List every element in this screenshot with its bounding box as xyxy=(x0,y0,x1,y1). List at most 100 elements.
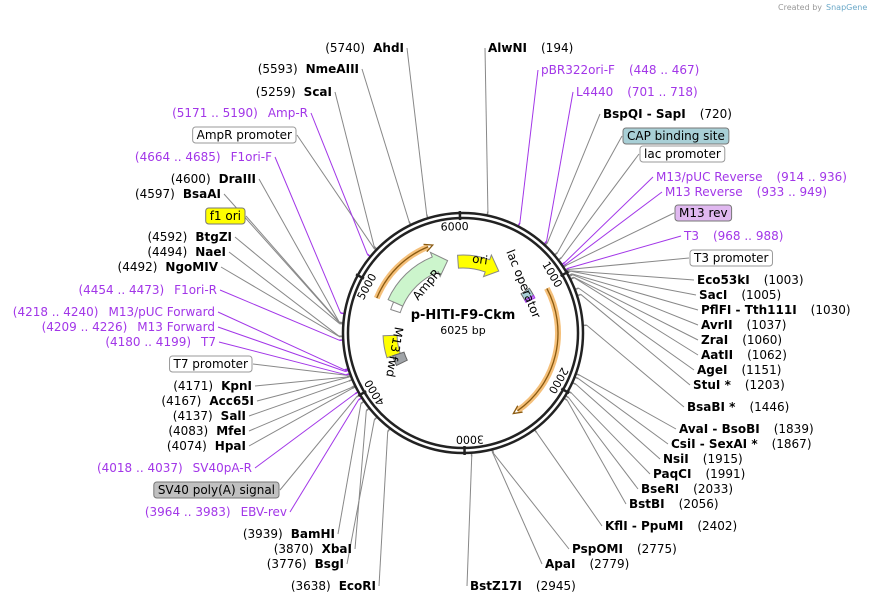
enzyme-site-stui[interactable]: StuI *(1203) xyxy=(693,378,785,392)
enzyme-site-bseri[interactable]: BseRI(2033) xyxy=(641,482,733,496)
enzyme-site-scai[interactable]: (5259)ScaI xyxy=(256,85,332,99)
enzyme-site-bspqi-sapi[interactable]: BspQI - SapI(720) xyxy=(603,107,732,121)
primer-label: (4018 .. 4037)SV40pA-R xyxy=(97,461,252,475)
primer-amp-r[interactable]: (5171 .. 5190)Amp-R xyxy=(172,106,308,120)
site-name: T3 xyxy=(683,229,699,243)
enzyme-site-xbai[interactable]: (3870)XbaI xyxy=(274,542,352,556)
primer-m13-reverse[interactable]: M13 Reverse(933 .. 949) xyxy=(665,185,827,199)
primer-sv40pa-r[interactable]: (4018 .. 4037)SV40pA-R xyxy=(97,461,252,475)
enzyme-site-pspomi[interactable]: PspOMI(2775) xyxy=(572,542,677,556)
enzyme-site-avai-bsobi[interactable]: AvaI - BsoBI(1839) xyxy=(679,422,814,436)
site-name: M13 Forward xyxy=(137,320,215,334)
enzyme-label: BstBI(2056) xyxy=(629,497,719,511)
enzyme-site-kpni[interactable]: (4171)KpnI xyxy=(173,379,252,393)
site-position: (4600) xyxy=(171,172,211,186)
primer-label: (4218 .. 4240)M13/pUC Forward xyxy=(13,305,215,319)
feature-box xyxy=(169,355,253,373)
leader-line xyxy=(547,113,601,243)
m13-rev-feature xyxy=(524,294,536,303)
enzyme-site-bstbi[interactable]: BstBI(2056) xyxy=(629,497,719,511)
primer-m13-puc-forward[interactable]: (4218 .. 4240)M13/pUC Forward xyxy=(13,305,215,319)
enzyme-site-avrii[interactable]: AvrII(1037) xyxy=(701,318,786,332)
site-name: F1ori-R xyxy=(174,283,217,297)
primer-l4440[interactable]: L4440(701 .. 718) xyxy=(576,85,698,99)
primer-ebv-rev[interactable]: (3964 .. 3983)EBV-rev xyxy=(145,505,287,519)
enzyme-site-paqci[interactable]: PaqCI(1991) xyxy=(653,467,745,481)
enzyme-site-aatii[interactable]: AatII(1062) xyxy=(701,348,787,362)
enzyme-site-naei[interactable]: (4494)NaeI xyxy=(147,245,226,259)
enzyme-site-ecori[interactable]: (3638)EcoRI xyxy=(291,579,376,593)
feature-label: SV40 poly(A) signal xyxy=(158,483,275,497)
primer-m13-forward[interactable]: (4209 .. 4226)M13 Forward xyxy=(42,320,215,334)
enzyme-site-draiii[interactable]: (4600)DraIII xyxy=(171,172,256,186)
feature-t7-promoter[interactable]: T7 promoter xyxy=(169,355,253,373)
feature-label: AmpR promoter xyxy=(197,128,292,142)
enzyme-site-nmeaiii[interactable]: (5593)NmeAIII xyxy=(258,62,359,76)
enzyme-site-bstz17i[interactable]: BstZ17I(2945) xyxy=(470,579,576,593)
leader-line xyxy=(466,456,473,587)
site-position: (1203) xyxy=(745,378,785,392)
ampr-promoter-feature xyxy=(390,301,404,314)
site-labels: AlwNI(194) pBR322ori-F(448 .. 467) L4440(7… xyxy=(13,41,851,593)
feature-box xyxy=(205,207,246,225)
primer-pbr322ori-f[interactable]: pBR322ori-F(448 .. 467) xyxy=(541,63,699,77)
enzyme-site-btgzi[interactable]: (4592)BtgZI xyxy=(147,230,232,244)
enzyme-site-sali[interactable]: (4137)SalI xyxy=(173,409,246,423)
enzyme-label: NsiI(1915) xyxy=(663,452,743,466)
site-position: (914 .. 936) xyxy=(777,170,847,184)
primer-m13-puc-reverse[interactable]: M13/pUC Reverse(914 .. 936) xyxy=(656,170,847,184)
leader-line xyxy=(568,397,639,490)
enzyme-site-bamhi[interactable]: (3939)BamHI xyxy=(243,527,335,541)
enzyme-site-acc65i[interactable]: (4167) Acc65I xyxy=(161,394,254,408)
primer-t3[interactable]: T3(968 .. 988) xyxy=(683,229,783,243)
feature-label: f1 ori xyxy=(210,209,241,223)
enzyme-site-apai[interactable]: ApaI(2779) xyxy=(545,557,629,571)
leader-line xyxy=(569,257,690,270)
primer-label: M13 Reverse(933 .. 949) xyxy=(665,185,827,199)
feature-f1-ori[interactable]: f1 ori xyxy=(205,207,246,225)
enzyme-site-pflfi-tth111i[interactable]: PflFI - Tth111I(1030) xyxy=(701,303,851,317)
feature-cap-binding-site[interactable]: CAP binding site xyxy=(622,127,730,145)
primer-f1ori-r[interactable]: (4454 .. 4473)F1ori-R xyxy=(78,283,217,297)
enzyme-site-csii-sexai[interactable]: CsiI - SexAI *(1867) xyxy=(671,437,812,451)
enzyme-site-bsabi[interactable]: BsaBI *(1446) xyxy=(687,400,789,414)
feature-ampr-promoter[interactable]: AmpR promoter xyxy=(192,126,297,144)
site-position: (4180 .. 4199) xyxy=(105,335,191,349)
feature-lac-promoter[interactable]: lac promoter xyxy=(639,145,726,163)
site-position: (4167) xyxy=(161,394,201,408)
enzyme-site-zrai[interactable]: ZraI(1060) xyxy=(701,333,782,347)
site-name: SalI xyxy=(221,409,246,423)
enzyme-site-eco53ki[interactable]: Eco53kI(1003) xyxy=(697,273,804,287)
enzyme-site-ahdi[interactable]: (5740)AhdI xyxy=(325,41,404,55)
enzyme-site-alwni[interactable]: AlwNI(194) xyxy=(488,41,573,55)
leader-line xyxy=(245,215,340,323)
enzyme-site-bsgi[interactable]: (3776)BsgI xyxy=(267,557,344,571)
primer-t7[interactable]: (4180 .. 4199)T7 xyxy=(105,335,216,349)
enzyme-site-agei[interactable]: AgeI(1151) xyxy=(697,363,781,377)
site-position: (2056) xyxy=(679,497,719,511)
enzyme-label: (4083)MfeI xyxy=(168,424,246,438)
site-name: M13 Reverse xyxy=(665,185,743,199)
leader-line xyxy=(220,266,340,337)
site-name: AlwNI xyxy=(488,41,527,55)
primer-label: (5171 .. 5190)Amp-R xyxy=(172,106,308,120)
enzyme-site-nsii[interactable]: NsiI(1915) xyxy=(663,452,743,466)
feature-t3-promoter[interactable]: T3 promoter xyxy=(689,249,773,267)
enzyme-site-bsaai[interactable]: (4597)BsaAI xyxy=(135,187,221,201)
feature-sv40-poly-a-signal[interactable]: SV40 poly(A) signal xyxy=(153,481,280,499)
site-name: KpnI xyxy=(221,379,252,393)
site-name: Acc65I xyxy=(209,394,254,408)
enzyme-site-ngomiv[interactable]: (4492)NgoMIV xyxy=(118,260,219,274)
feature-m13-rev[interactable]: M13 rev xyxy=(674,204,733,222)
enzyme-site-kfli-ppumi[interactable]: KflI - PpuMI(2402) xyxy=(605,519,737,533)
enzyme-site-hpai[interactable]: (4074)HpaI xyxy=(167,439,246,453)
enzyme-site-saci[interactable]: SacI(1005) xyxy=(699,288,781,302)
leader-line xyxy=(310,112,368,255)
enzyme-label: KflI - PpuMI(2402) xyxy=(605,519,737,533)
enzyme-label: PspOMI(2775) xyxy=(572,542,677,556)
enzyme-label: (4137)SalI xyxy=(173,409,246,423)
enzyme-site-mfei[interactable]: (4083)MfeI xyxy=(168,424,246,438)
enzyme-label: (4600)DraIII xyxy=(171,172,256,186)
leader-line xyxy=(578,287,695,371)
primer-f1ori-f[interactable]: (4664 .. 4685)F1ori-F xyxy=(135,150,272,164)
